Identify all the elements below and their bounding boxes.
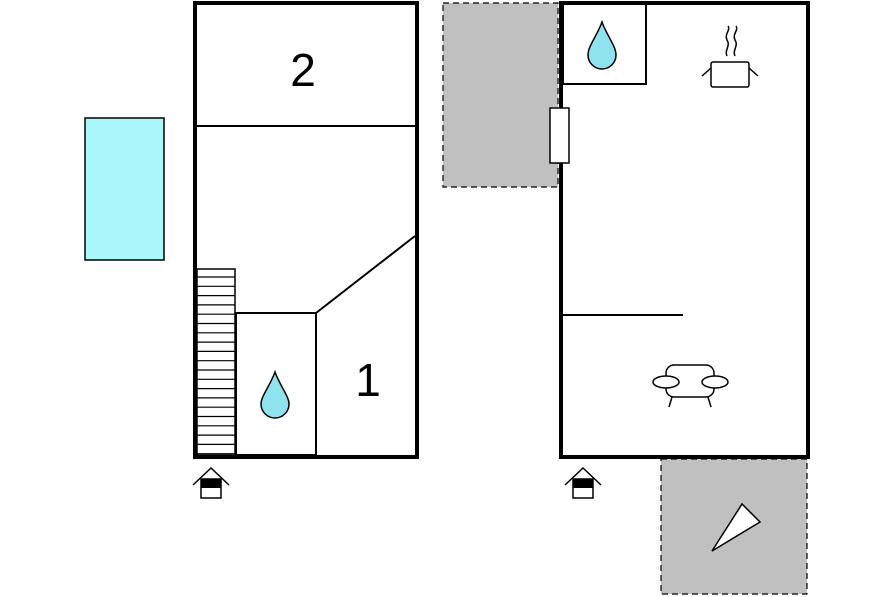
water-drop-icon xyxy=(587,19,617,70)
entrance-icon xyxy=(192,466,230,499)
entrance-icon xyxy=(564,466,602,499)
bedroom-1-label: 1 xyxy=(355,354,381,406)
bathroom-2-outline xyxy=(562,2,647,85)
floor-left-outline xyxy=(193,1,419,459)
floor-left: 2 1 xyxy=(193,1,419,459)
bedroom-1-diagonal-wall xyxy=(315,235,416,314)
bedroom-2-label: 2 xyxy=(290,44,316,96)
water-drop-icon xyxy=(260,369,290,419)
floor-right xyxy=(549,1,810,459)
armchair-icon xyxy=(652,364,729,408)
bathroom-outline xyxy=(235,312,317,456)
cooking-pot-icon xyxy=(701,25,759,88)
floor-right-outline xyxy=(559,1,810,459)
window xyxy=(549,107,570,164)
terrace-icon xyxy=(442,2,559,188)
north-arrow-icon xyxy=(711,502,762,552)
pool-icon xyxy=(84,117,165,261)
staircase-icon xyxy=(196,268,236,456)
